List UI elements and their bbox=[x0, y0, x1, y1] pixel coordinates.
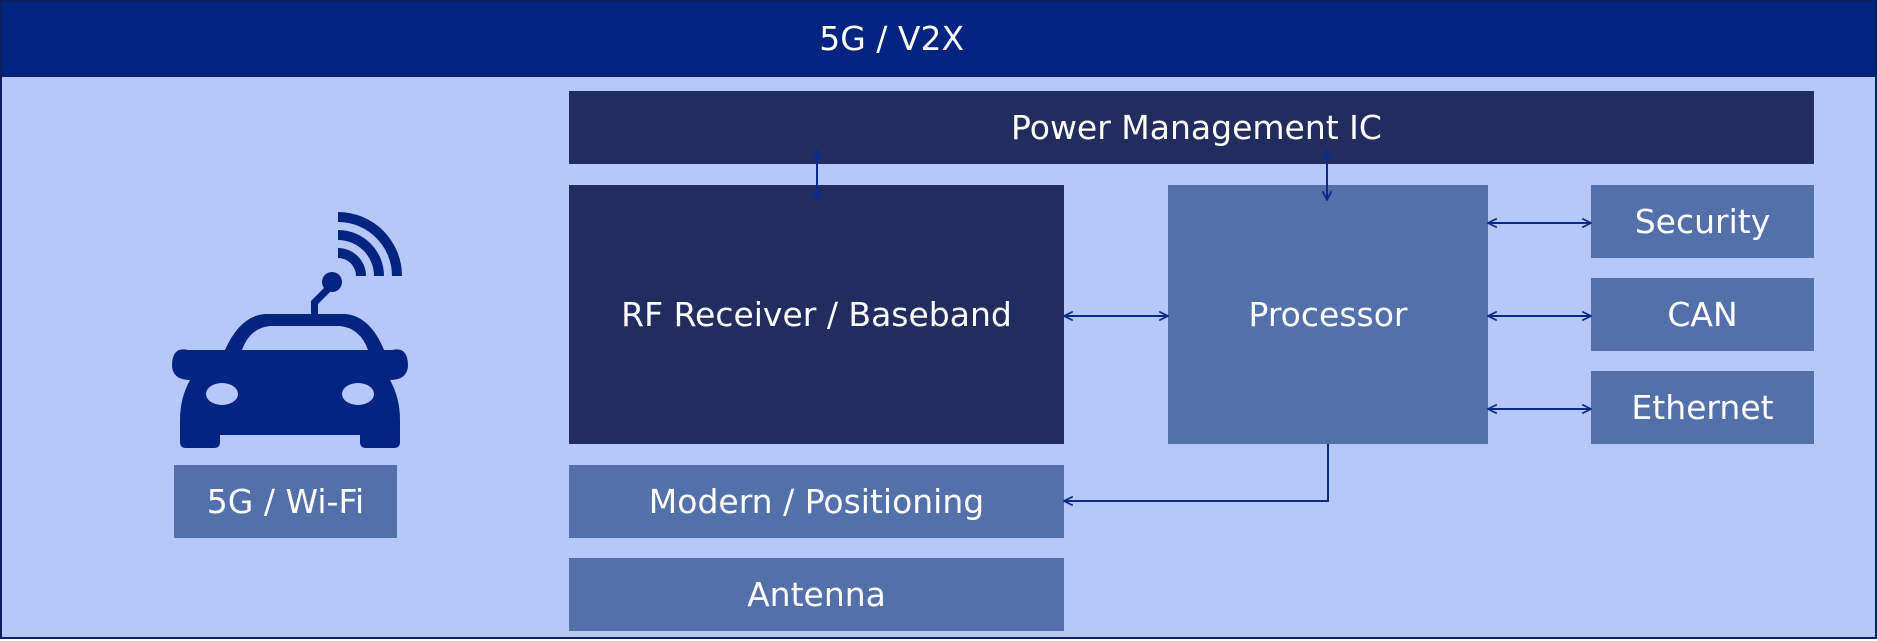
connected-car-icon bbox=[172, 212, 408, 448]
antenna-block: Antenna bbox=[569, 558, 1064, 631]
power-management-ic-block: Power Management IC bbox=[569, 91, 1814, 164]
rf-receiver-baseband-block: RF Receiver / Baseband bbox=[569, 185, 1064, 444]
modern-positioning-block: Modern / Positioning bbox=[569, 465, 1064, 538]
security-block: Security bbox=[1591, 185, 1814, 258]
ethernet-block: Ethernet bbox=[1591, 371, 1814, 444]
processor-block: Processor bbox=[1168, 185, 1488, 444]
diagram-title: 5G / V2X bbox=[2, 2, 1875, 77]
wifi-block: 5G / Wi-Fi bbox=[174, 465, 397, 538]
processor-modern-connector bbox=[1064, 444, 1329, 501]
can-block: CAN bbox=[1591, 278, 1814, 351]
